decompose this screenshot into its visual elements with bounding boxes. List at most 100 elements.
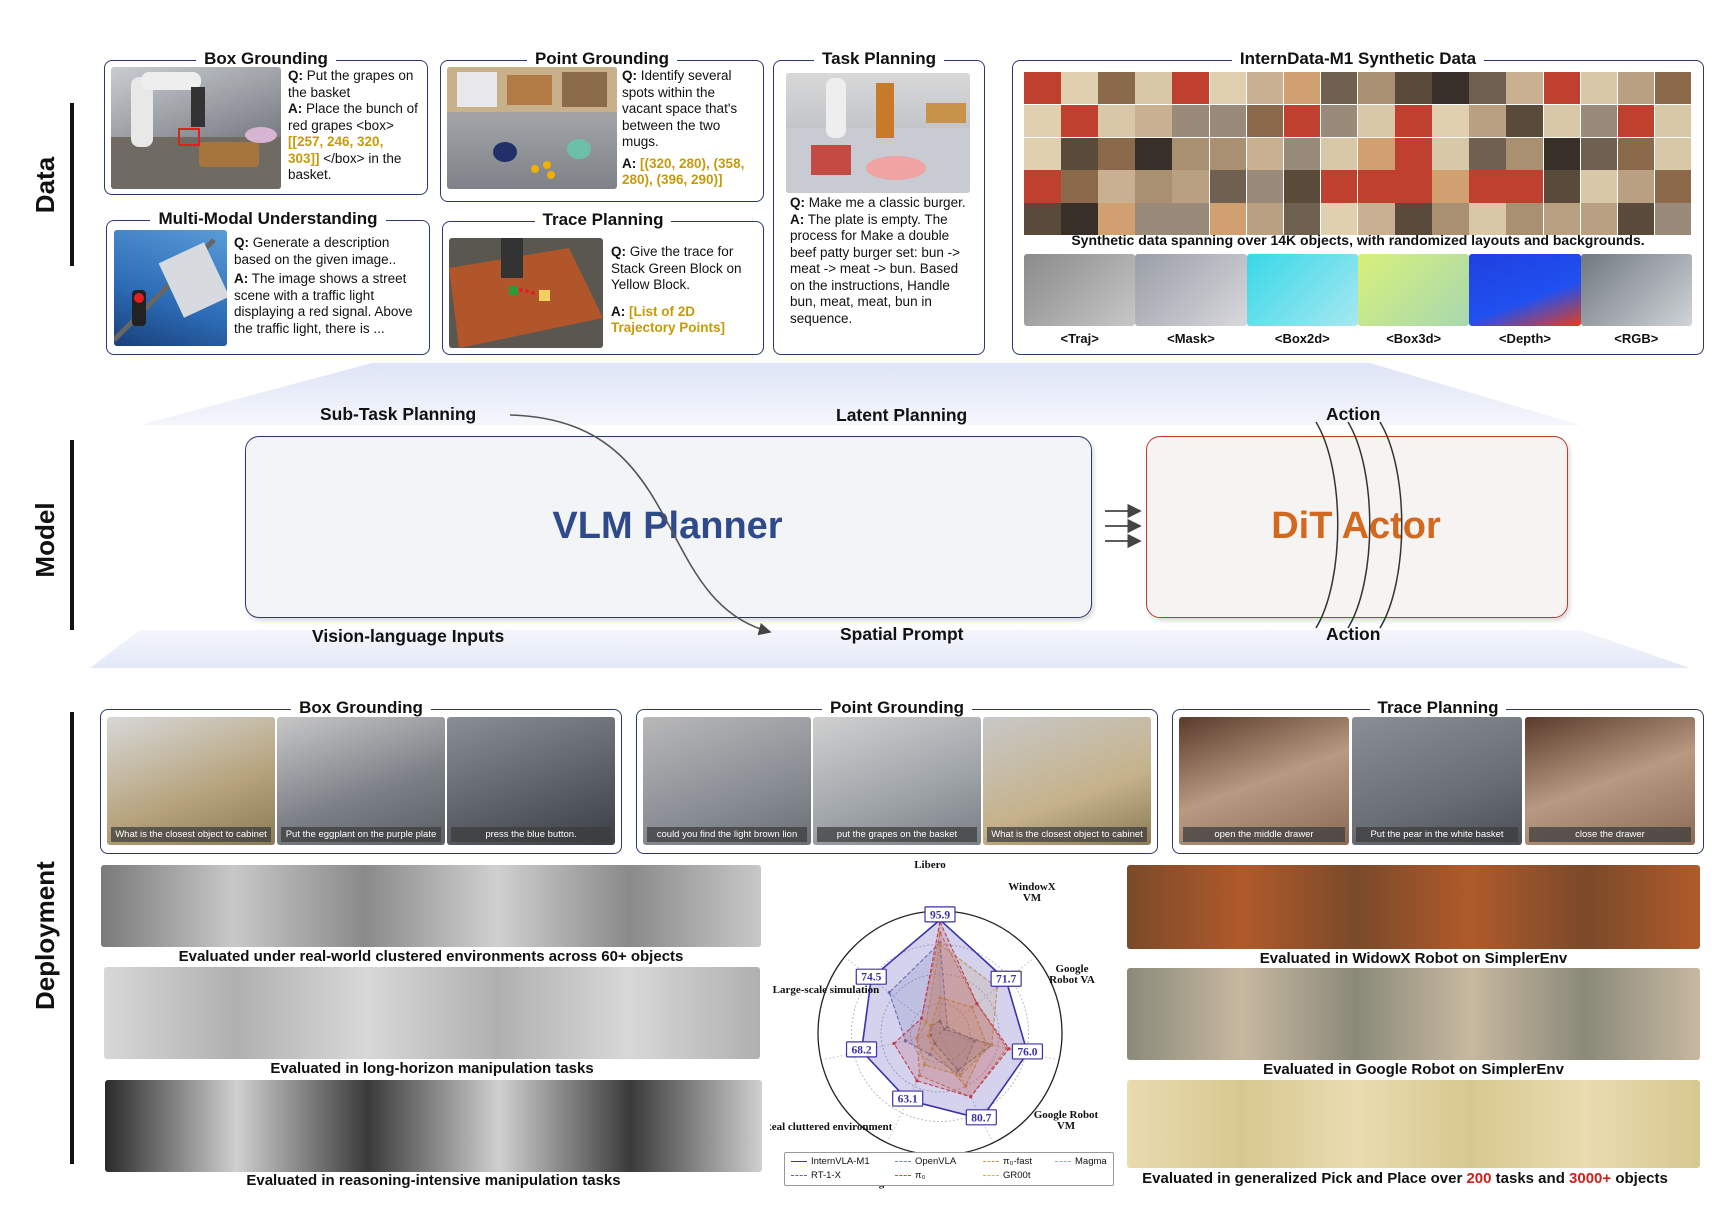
synthetic-tile <box>1580 137 1618 170</box>
box-grounding-qa: Q: Put the grapes on the basket A: Place… <box>288 68 418 182</box>
radar-grid-ring <box>880 973 1000 1093</box>
synthetic-tile <box>1320 170 1358 203</box>
radar-axis-label: WindowX <box>1008 881 1056 893</box>
synthetic-tile <box>1395 203 1432 236</box>
radar-point <box>963 1084 968 1088</box>
photo-caption: What is the closest object to cabinet <box>111 827 271 842</box>
photo-caption: press the blue button. <box>451 827 611 842</box>
data-task-planning-panel: Task Planning Q: Make me a classic burge… <box>773 49 985 355</box>
radar-point <box>972 1039 977 1043</box>
radar-point <box>956 1068 960 1072</box>
reasoning-caption: Evaluated in reasoning-intensive manipul… <box>246 1172 621 1189</box>
synthetic-tile <box>1469 72 1506 105</box>
synthetic-tile <box>1432 137 1469 170</box>
synthetic-tile <box>1617 137 1655 170</box>
synthetic-tile <box>1246 104 1284 138</box>
radar-value-box <box>924 906 956 923</box>
synthetic-tile <box>1283 72 1321 105</box>
panel-title: Box Grounding <box>196 49 336 68</box>
burger-kitchen-photo <box>786 73 970 193</box>
radar-point <box>943 1027 947 1031</box>
synthetic-tile <box>1320 72 1358 105</box>
photo-caption: open the middle drawer <box>1183 827 1345 842</box>
modality-box3d-image <box>1357 254 1470 326</box>
synthetic-tile <box>1246 72 1284 105</box>
deploy-box-grounding-panel: Box Grounding What is the closest object… <box>100 698 622 854</box>
radar-grid-ring <box>910 1003 970 1063</box>
synthetic-tile <box>1098 72 1135 105</box>
synthetic-tile <box>1432 170 1469 203</box>
vl-inputs-label: Vision-language Inputs <box>312 626 505 646</box>
synthetic-tile <box>1061 72 1098 105</box>
widowx-strip <box>1127 865 1700 949</box>
synthetic-tile <box>1061 203 1098 236</box>
cluttered-env-caption: Evaluated under real-world clustered env… <box>178 948 684 965</box>
google-robot-caption: Evaluated in Google Robot on SimplerEnv <box>1263 1061 1564 1078</box>
synthetic-tile <box>1617 203 1655 236</box>
long-horizon-caption: Evaluated in long-horizon manipulation t… <box>270 1060 594 1077</box>
synthetic-tile <box>1283 137 1321 170</box>
synthetic-tile <box>1246 137 1284 170</box>
legend-swatch <box>983 1161 999 1162</box>
synthetic-tile <box>1283 104 1321 138</box>
radar-point <box>933 1042 937 1046</box>
radar-axis-label: Robot VA <box>1049 974 1095 986</box>
photo-caption: Put the eggplant on the purple plate <box>281 827 441 842</box>
task-planning-qa: Q: Make me a classic burger. A: The plat… <box>790 195 966 326</box>
data-trace-planning-panel: Trace Planning Q: Give the trace for Sta… <box>442 210 764 355</box>
radar-series-2 <box>916 931 1008 1098</box>
vlm-planner-label: VLM Planner <box>552 505 783 547</box>
synthetic-tile <box>1432 203 1469 236</box>
radar-point <box>915 1036 919 1040</box>
dit-actor-label: DiT Actor <box>1271 505 1441 547</box>
radar-point <box>930 1047 934 1051</box>
modality-label-traj: <Traj> <box>1060 331 1099 346</box>
data-box-grounding-panel: Box Grounding Q: Put the grapes on the b… <box>104 49 428 195</box>
radar-point <box>929 1024 933 1028</box>
synthetic-tile <box>1209 203 1247 236</box>
legend-label: π₀ <box>915 1170 926 1181</box>
synthetic-tile <box>1135 104 1172 138</box>
radar-value-box <box>892 1090 924 1107</box>
synthetic-tile <box>1320 137 1358 170</box>
radar-value-label: 68.2 <box>851 1044 871 1056</box>
synthetic-tile <box>1061 170 1098 203</box>
synthetic-tile <box>1135 72 1172 105</box>
robot-grapes-photo <box>111 67 281 189</box>
synthetic-tile <box>1358 170 1395 203</box>
synthetic-tile <box>1209 137 1247 170</box>
legend-item: InternVLA-M1 <box>791 1156 870 1167</box>
synthetic-tile <box>1061 104 1098 138</box>
radar-series-5 <box>893 920 1010 1098</box>
deploy-point-photo-1: could you find the light brown lion <box>643 717 811 845</box>
synthetic-tile <box>1172 72 1210 105</box>
radar-point <box>984 1041 988 1046</box>
synthetic-tile <box>1172 104 1210 138</box>
spatial-prompt-label: Spatial Prompt <box>840 624 964 644</box>
legend-item: Magma <box>1055 1156 1107 1167</box>
synthetic-tile <box>1246 203 1284 236</box>
legend-item: GR00t <box>983 1170 1030 1181</box>
google-robot-strip <box>1127 968 1700 1060</box>
synthetic-caption: Synthetic data spanning over 14K objects… <box>1071 232 1645 248</box>
panel-title: Point Grounding <box>526 49 678 68</box>
legend-label: GR00t <box>1003 1170 1031 1181</box>
radar-axis-label: VM <box>1057 1120 1076 1132</box>
pick-place-caption: Evaluated in generalized Pick and Place … <box>1142 1170 1668 1187</box>
radar-value-label: 95.9 <box>930 909 950 921</box>
synthetic-tile <box>1172 203 1210 236</box>
modality-label-rgb: <RGB> <box>1614 331 1659 346</box>
photo-caption: close the drawer <box>1529 827 1691 842</box>
deploy-box-photo-1: What is the closest object to cabinet <box>107 717 275 845</box>
synthetic-tile <box>1617 104 1655 138</box>
radar-point <box>970 1005 974 1009</box>
modality-labels: <Traj> <Mask> <Box2d> <Box3d> <Depth> <R… <box>1024 331 1692 346</box>
deploy-box-photo-2: Put the eggplant on the purple plate <box>277 717 445 845</box>
legend-swatch <box>791 1175 807 1176</box>
data-synthetic-panel: InternData-M1 Synthetic Data Synthetic d… <box>1012 49 1704 355</box>
synthetic-tile <box>1469 170 1506 203</box>
radar-value-label: 80.7 <box>971 1112 991 1124</box>
deploy-point-photo-3: What is the closest object to cabinet <box>983 717 1151 845</box>
radar-point <box>924 1020 928 1024</box>
reasoning-strip <box>105 1080 762 1172</box>
